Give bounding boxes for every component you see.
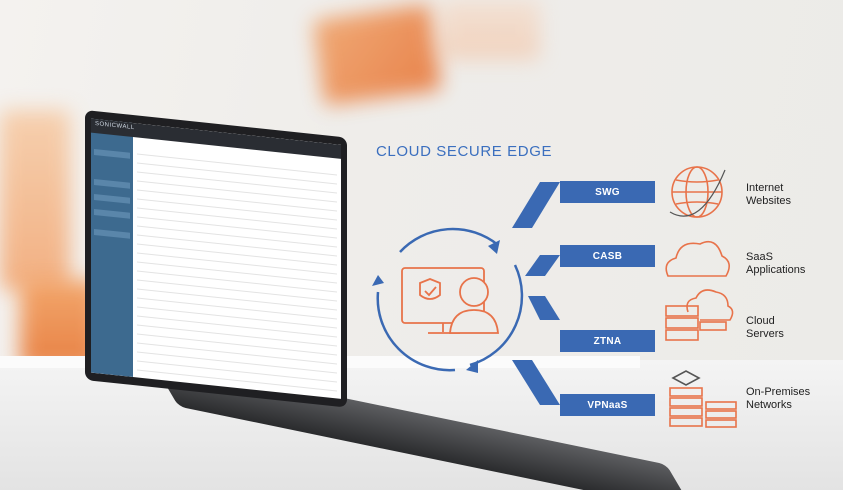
cycle-arrowheads: [372, 240, 500, 373]
cloud-icon: [665, 240, 730, 277]
service-ztna: ZTNA: [560, 330, 655, 352]
orange-panel-blur: [0, 110, 70, 290]
destination-internet-websites: Internet Websites: [746, 182, 792, 207]
destination-on-premises-networks: On-Premises Networks: [746, 386, 811, 411]
cycle-arrows: [376, 227, 524, 372]
globe-icon: [669, 166, 726, 218]
server-stack-icon: [669, 370, 737, 428]
user-monitor-shield-icon: [401, 267, 499, 334]
service-casb: CASB: [560, 245, 655, 267]
peach-blur: [440, 0, 540, 60]
service-vpnaas: VPNaaS: [560, 394, 655, 416]
destination-saas-applications: SaaS Applications: [746, 251, 806, 276]
branch-connectors: [512, 182, 560, 405]
service-swg: SWG: [560, 181, 655, 203]
diagram-title: CLOUD SECURE EDGE: [376, 143, 553, 160]
destination-cloud-servers: Cloud Servers: [746, 315, 784, 340]
cloud-server-icon: [665, 289, 734, 341]
